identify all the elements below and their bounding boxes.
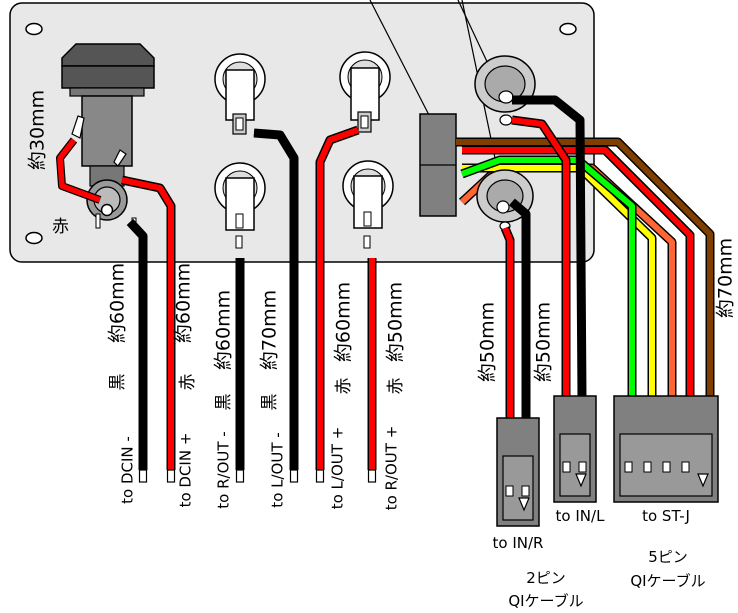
wire-length-label: 約60mm [213,290,235,370]
wire-length-label: 約50mm [385,282,407,362]
connector-in-r [496,417,540,527]
wire-color-label: 赤 [178,374,198,391]
two-pin-cable-label: QIケーブル [508,592,583,610]
wire-dest-label: to DCIN + [177,433,195,508]
wire-length-label: 約60mm [333,282,355,362]
wire-dest-label: to DCIN - [119,436,137,504]
switch-wire-length-label: 約50mm [533,302,555,382]
wire-color-label: 赤 [386,378,406,395]
dcjack-color-label: 赤 [52,217,69,237]
panel-screw-hole [25,22,43,36]
five-pin-cable-label: QIケーブル [630,572,705,590]
connector-in-l [553,395,597,503]
dcjack-length-label: 約30mm [27,90,49,170]
wire-color-label: 黒 [108,374,128,391]
panel-screw-hole [25,231,43,245]
output-jack-bottom-left [214,162,266,249]
wire-length-label: 約70mm [259,290,281,370]
connector-in-r-label: to IN/R [493,534,544,552]
pointer-line [457,0,491,69]
wire-dest-label: to R/OUT - [215,431,233,508]
switch-block [419,113,457,217]
connector-in-l-label: to IN/L [556,507,606,525]
wire-color-label: 黒 [214,394,234,411]
wire-length-label: 約60mm [173,263,195,343]
output-jack-top-right [339,51,391,133]
bundle-length-label: 約70mm [715,238,737,318]
wire-dest-label: to L/OUT + [329,427,347,510]
wire-color-label: 赤 [334,378,354,395]
connector-st-j [613,395,719,503]
wire-color-label: 黒 [260,394,280,411]
output-jack-top-left [214,53,266,135]
panel-screw-hole [559,22,577,36]
switch-wire-length-label: 約50mm [477,302,499,382]
wire-dest-label: to R/OUT + [383,426,401,511]
output-jack-bottom-right [342,160,394,249]
wire-dest-label: to L/OUT - [269,432,287,507]
pointer-line [369,0,431,118]
connector-st-j-label: to ST-J [642,507,690,525]
wire-length-label: 約60mm [107,263,129,343]
dc-jack [61,43,155,231]
five-pin-cable-label: 5ピン [648,548,688,566]
two-pin-cable-label: 2ピン [526,569,566,587]
